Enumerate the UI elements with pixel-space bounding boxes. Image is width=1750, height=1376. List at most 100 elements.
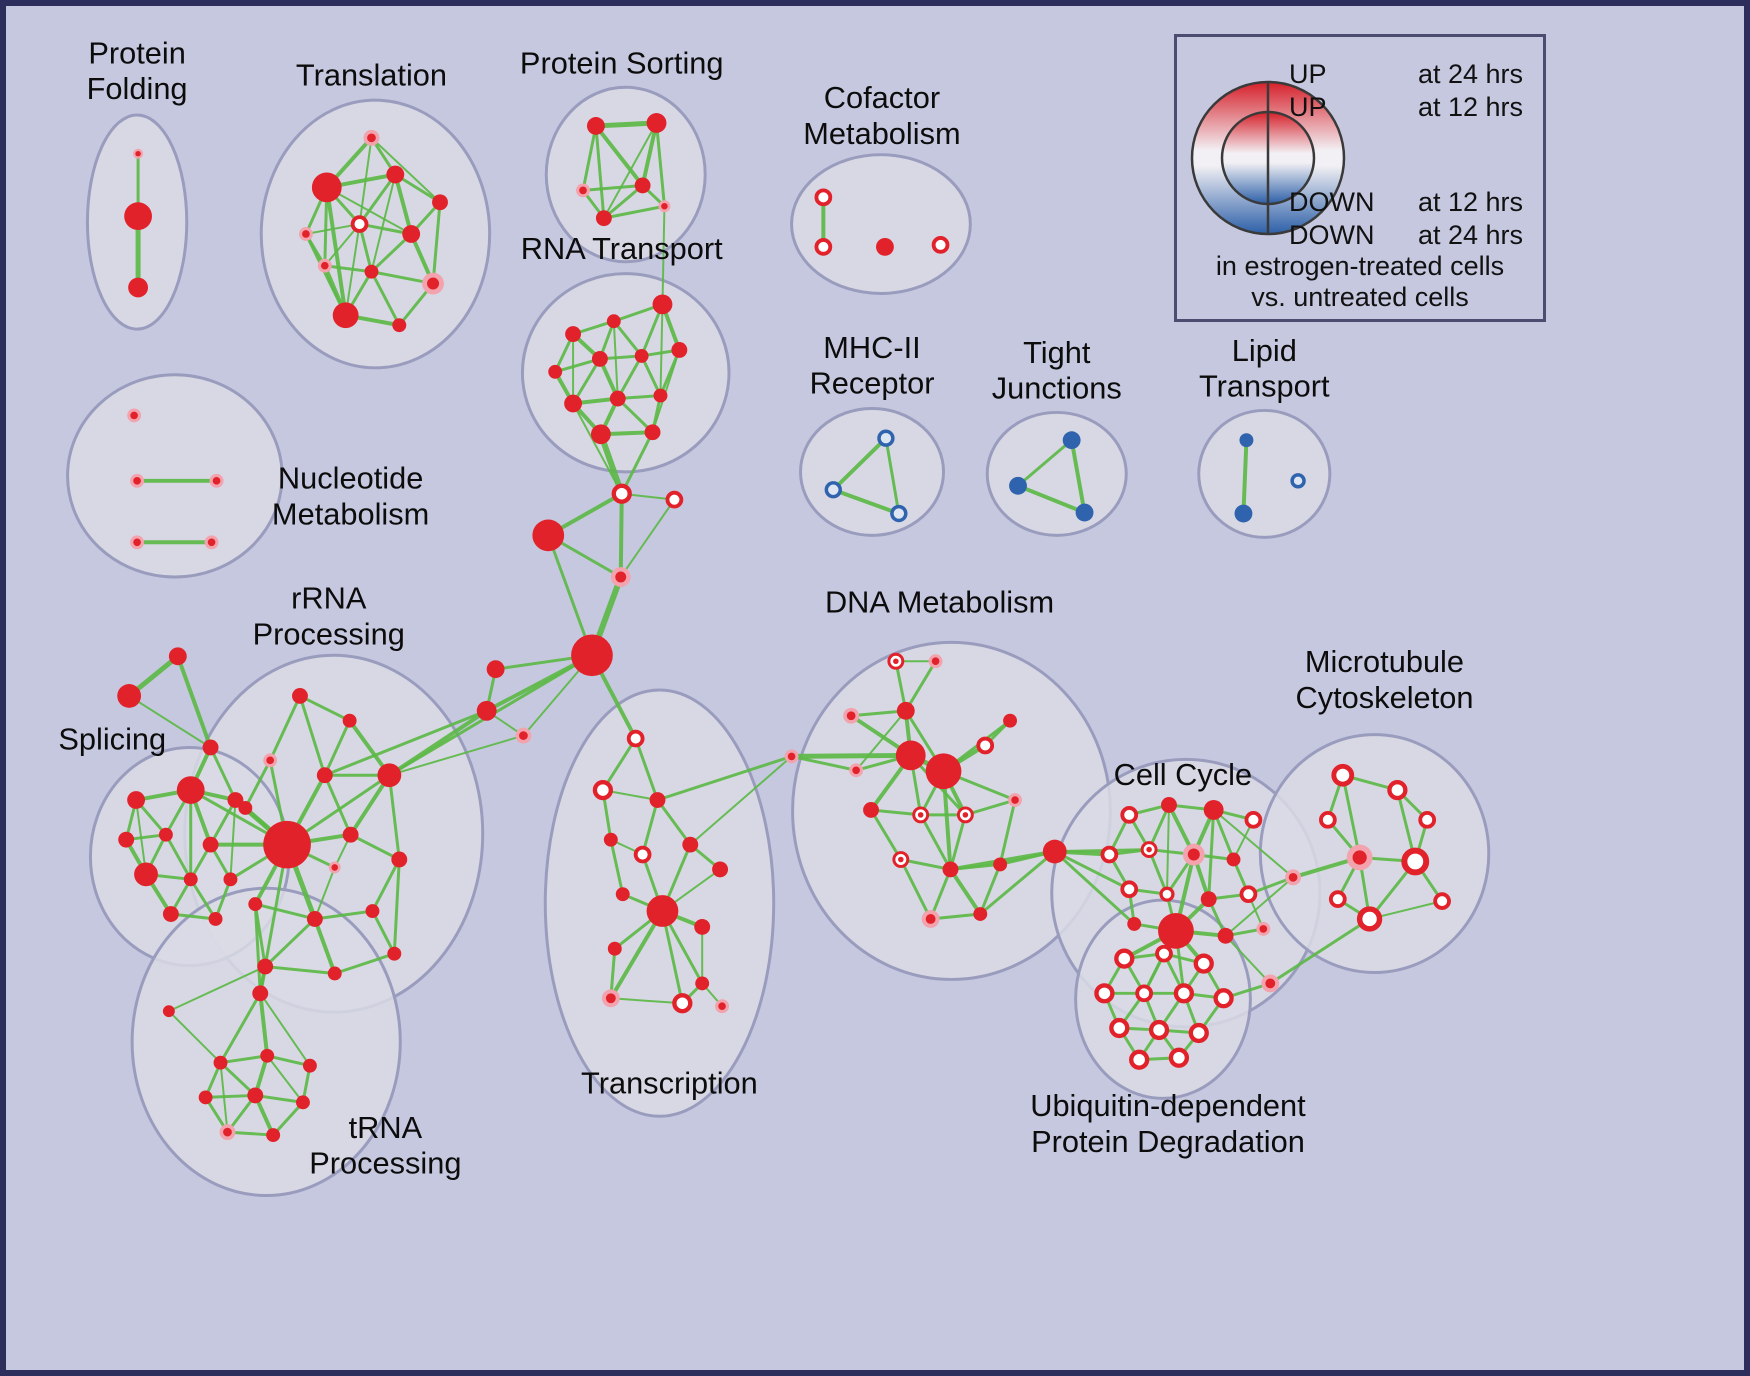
edge-mc8-ubl	[1268, 917, 1372, 985]
node-tc13	[601, 989, 620, 1008]
node-tc2	[592, 779, 614, 801]
node-tj2	[1009, 476, 1027, 495]
edge-tj1-tj2	[1016, 438, 1074, 488]
node-ps5	[595, 210, 612, 227]
edge-rr14-tn2	[167, 965, 267, 1013]
node-tr9	[364, 264, 379, 279]
node-pf3	[128, 277, 149, 298]
node-h3	[486, 660, 505, 679]
node-dm16	[993, 857, 1008, 872]
edge-lk1-dm6	[789, 752, 914, 759]
node-tr4	[432, 194, 448, 211]
node-ch4	[610, 567, 631, 587]
cluster-label-cell-cycle: Cell Cycle	[1114, 757, 1253, 792]
node-pf2	[124, 202, 152, 231]
node-cf1	[814, 188, 833, 207]
node-h5	[515, 727, 532, 744]
node-ub11	[1129, 1049, 1150, 1070]
node-cc10	[1159, 886, 1175, 902]
edge-tr4-tr10	[431, 200, 442, 286]
edge-dm15-dm18	[948, 867, 983, 916]
node-cc11	[1200, 891, 1217, 908]
legend-caption-line2: vs. untreated cells	[1251, 282, 1469, 312]
node-tr10	[422, 272, 444, 295]
edge-mh2-mh3	[831, 487, 901, 516]
node-rr12	[306, 911, 323, 927]
node-cc6	[1140, 841, 1158, 859]
node-dm13	[1008, 793, 1022, 807]
cluster-mhc-ii-receptor	[799, 406, 946, 537]
edge-ps3-ps4	[581, 183, 645, 192]
edge-rr12-rr13	[313, 909, 374, 921]
node-mc4	[1418, 810, 1437, 829]
edge-rr14-rr15	[263, 965, 337, 975]
node-tn6	[198, 1090, 213, 1105]
node-cf2	[814, 238, 833, 256]
edge-tn1-tn3	[219, 991, 262, 1065]
edge-tc4-tc8	[609, 838, 625, 896]
edge-tr3-tr6	[358, 173, 397, 226]
edge-ps1-ps5	[594, 124, 606, 220]
node-rt10	[653, 388, 668, 403]
node-rt5	[591, 350, 608, 367]
node-dm5	[849, 763, 864, 778]
cluster-lipid-transport	[1197, 408, 1332, 539]
edge-dm4-dm5	[855, 709, 907, 772]
edge-tn8-tn10	[271, 1100, 305, 1137]
node-rt11	[590, 424, 611, 445]
edge-rr12-rr14	[263, 917, 317, 969]
legend-direction: UP	[1289, 59, 1327, 89]
node-cf4	[931, 236, 950, 254]
edge-dmcc-cc9	[1053, 850, 1131, 891]
node-rr7	[263, 820, 311, 869]
node-tc12	[695, 976, 710, 991]
legend-box: UP at 24 hrs UP at 12 hrs DOWN at 12 hrs…	[1174, 34, 1546, 322]
node-sp7	[134, 862, 158, 887]
node-cc8	[1226, 852, 1241, 867]
node-lt2	[1234, 504, 1253, 523]
node-rr2	[342, 713, 357, 728]
node-mh2	[824, 481, 842, 499]
edge-tj2-tj3	[1016, 483, 1087, 515]
node-rr15	[327, 966, 342, 981]
node-cc3	[1203, 800, 1224, 820]
node-ub6	[1173, 983, 1194, 1004]
node-ub2	[1155, 944, 1173, 963]
node-dm18	[973, 907, 988, 921]
node-st3	[202, 739, 219, 756]
node-mc1	[1331, 763, 1355, 787]
node-cc5	[1100, 845, 1119, 864]
edge-sp9-sp11	[214, 877, 232, 921]
edge-st3-sp3	[209, 745, 237, 802]
node-cc9	[1120, 880, 1139, 899]
legend-direction: DOWN	[1289, 220, 1375, 250]
cluster-label-translation: Translation	[296, 57, 447, 92]
edge-rt6-rt9	[616, 354, 644, 401]
node-tr5	[298, 227, 313, 241]
node-tr1	[363, 129, 380, 146]
node-tc5	[633, 845, 652, 864]
edge-ps1-ps3	[581, 124, 598, 192]
edge-rr10-rr13	[370, 858, 401, 913]
edge-rr1-rr3	[268, 694, 302, 762]
edge-tn2-tn3	[167, 1010, 222, 1064]
edge-ps4-ps5	[602, 183, 645, 220]
edge-mh1-mh2	[831, 436, 888, 492]
node-dm17	[921, 910, 940, 928]
node-ubl	[1261, 974, 1280, 993]
edge-cc3-mcl	[1212, 808, 1295, 879]
node-tn10	[266, 1128, 281, 1143]
node-tr11	[332, 302, 359, 329]
node-cc7	[1182, 843, 1205, 866]
node-mc3	[1319, 810, 1337, 829]
up-down-dial-icon	[1190, 80, 1346, 236]
edge-rt9-rt12	[616, 397, 655, 434]
node-mh3	[890, 504, 908, 523]
edge-tc3-tc5	[641, 798, 659, 857]
edge-dm3-dm4	[849, 709, 908, 718]
node-ub5	[1135, 984, 1154, 1003]
edge-mh1-mh3	[884, 436, 901, 516]
edge-tc3-tc6	[656, 798, 692, 847]
node-nm4	[130, 535, 145, 550]
